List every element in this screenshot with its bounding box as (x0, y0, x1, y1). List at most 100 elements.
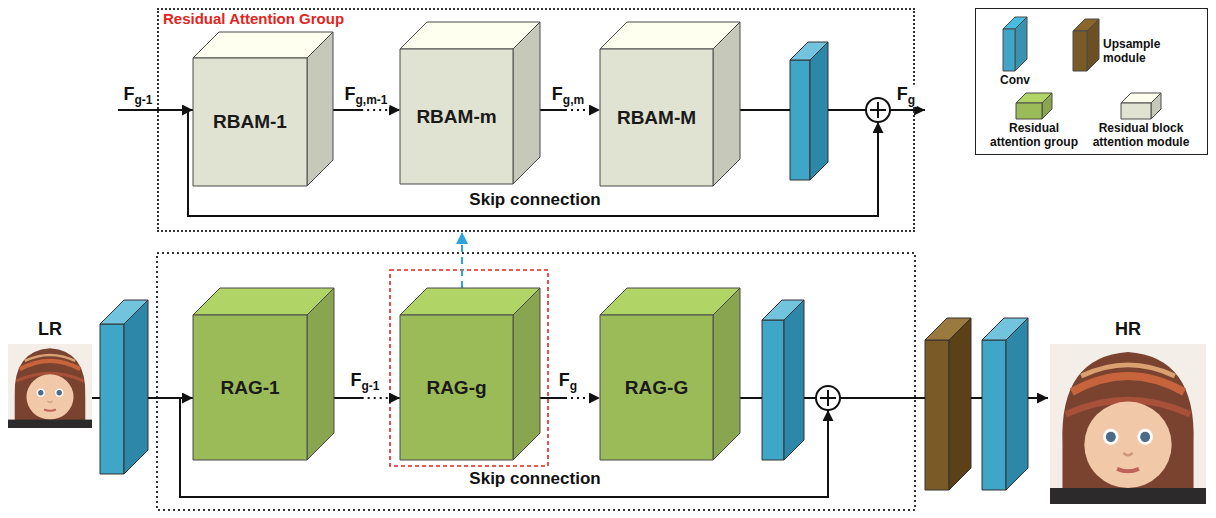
block-label: RBAM-1 (213, 111, 287, 133)
legend-text: Residual block attention module (1082, 121, 1200, 149)
legend-swatch (1016, 93, 1052, 119)
rbam-block: RBAM-1 (193, 32, 333, 186)
image-label: HR (1113, 320, 1143, 340)
block-front (1016, 103, 1042, 119)
block-side (513, 22, 540, 184)
block-front (600, 49, 713, 186)
skip-label: Skip connection (467, 470, 602, 489)
feature-arrow (333, 109, 400, 111)
block-front (1073, 31, 1087, 71)
wire (740, 397, 762, 399)
symbol-letter: F (351, 370, 362, 390)
block-label-area: RBAM-m (400, 49, 513, 184)
expand-arrow (461, 232, 463, 288)
conv-layer (100, 300, 148, 474)
block-side (307, 288, 334, 460)
rbam-block: RBAM-m (400, 22, 540, 184)
block-shape (400, 22, 540, 184)
conv-front (762, 320, 784, 460)
symbol-subscript: g,m (563, 93, 584, 107)
symbol-letter: F (897, 84, 908, 104)
wire (804, 397, 816, 399)
wire (840, 397, 925, 399)
block-front (193, 58, 307, 186)
wire (1028, 397, 1048, 399)
conv-layer (762, 300, 804, 460)
block-front (600, 315, 713, 460)
legend-text: Upsample module (1103, 37, 1203, 65)
symbol-subscript: g-1 (362, 379, 380, 393)
wire (92, 397, 100, 399)
block-shape (193, 288, 334, 460)
symbol-subscript: g (908, 93, 915, 107)
block-front (1003, 29, 1015, 71)
conv-front (100, 324, 124, 474)
block-shape (193, 32, 333, 186)
block-side (1151, 93, 1161, 119)
rag-block: RAG-G (600, 288, 740, 460)
feature-label: Fg-1 (349, 371, 382, 393)
block-label: RAG-g (426, 377, 486, 399)
rag-block: RAG-g (400, 288, 540, 460)
sum-cross (820, 390, 836, 406)
group-heading-area: Residual Attention Group (163, 10, 344, 28)
conv-side (810, 42, 828, 180)
sum-circle (816, 386, 840, 410)
sum-cross (870, 102, 886, 118)
network-outline (157, 253, 915, 510)
block-front (193, 315, 307, 460)
block-shape (400, 288, 540, 460)
sum-symbol (866, 98, 890, 122)
conv-layer (982, 318, 1028, 490)
feature-label: Fg,m-1 (342, 85, 389, 107)
feature-label: Fg,m (550, 85, 586, 107)
block-shape (600, 288, 740, 460)
block-label-area: RBAM-1 (193, 58, 307, 186)
conv-front (790, 60, 810, 180)
block-shape (600, 22, 740, 186)
block-label: RBAM-m (416, 106, 496, 128)
block-side (513, 288, 540, 460)
wire (971, 397, 982, 399)
legend-swatch (1003, 17, 1027, 71)
feature-arrow (540, 397, 600, 399)
conv-layer (790, 42, 828, 180)
legend-swatch (1073, 19, 1099, 71)
block-label: RAG-1 (220, 377, 279, 399)
legend-text: Conv (985, 73, 1045, 87)
highlight-box (390, 270, 548, 466)
symbol-letter: F (552, 84, 563, 104)
block-label: RAG-G (625, 377, 688, 399)
block-label-area: RAG-G (600, 315, 713, 460)
upsample-side (949, 318, 971, 490)
block-side (713, 22, 740, 186)
block-label-area: RAG-1 (193, 315, 307, 460)
block-front (1121, 103, 1151, 119)
legend-swatch (1121, 93, 1161, 119)
symbol-subscript: g (570, 379, 577, 393)
block-front (400, 315, 513, 460)
sum-circle (866, 98, 890, 122)
block-label: RBAM-M (617, 107, 696, 129)
block-side (1015, 17, 1027, 71)
conv-front (982, 340, 1006, 490)
feature-label: Fg (557, 371, 579, 393)
symbol-subscript: g-1 (135, 93, 153, 107)
group-heading: Residual Attention Group (163, 10, 344, 28)
upsample-module (925, 318, 971, 490)
block-side (713, 288, 740, 460)
wire (148, 397, 193, 399)
conv-side (1006, 318, 1028, 490)
skip-label: Skip connection (467, 191, 602, 210)
conv-side (124, 300, 148, 474)
hr-image (1050, 344, 1206, 504)
wire (890, 109, 925, 111)
symbol-letter: F (344, 84, 355, 104)
wire (118, 109, 193, 111)
feature-arrow (540, 109, 600, 111)
symbol-subscript: g,m-1 (355, 93, 387, 107)
feature-label: Fg (895, 85, 917, 107)
legend-box: ConvUpsample moduleResidual attention gr… (975, 8, 1208, 155)
image-label: LR (36, 320, 64, 340)
wire (828, 109, 866, 111)
